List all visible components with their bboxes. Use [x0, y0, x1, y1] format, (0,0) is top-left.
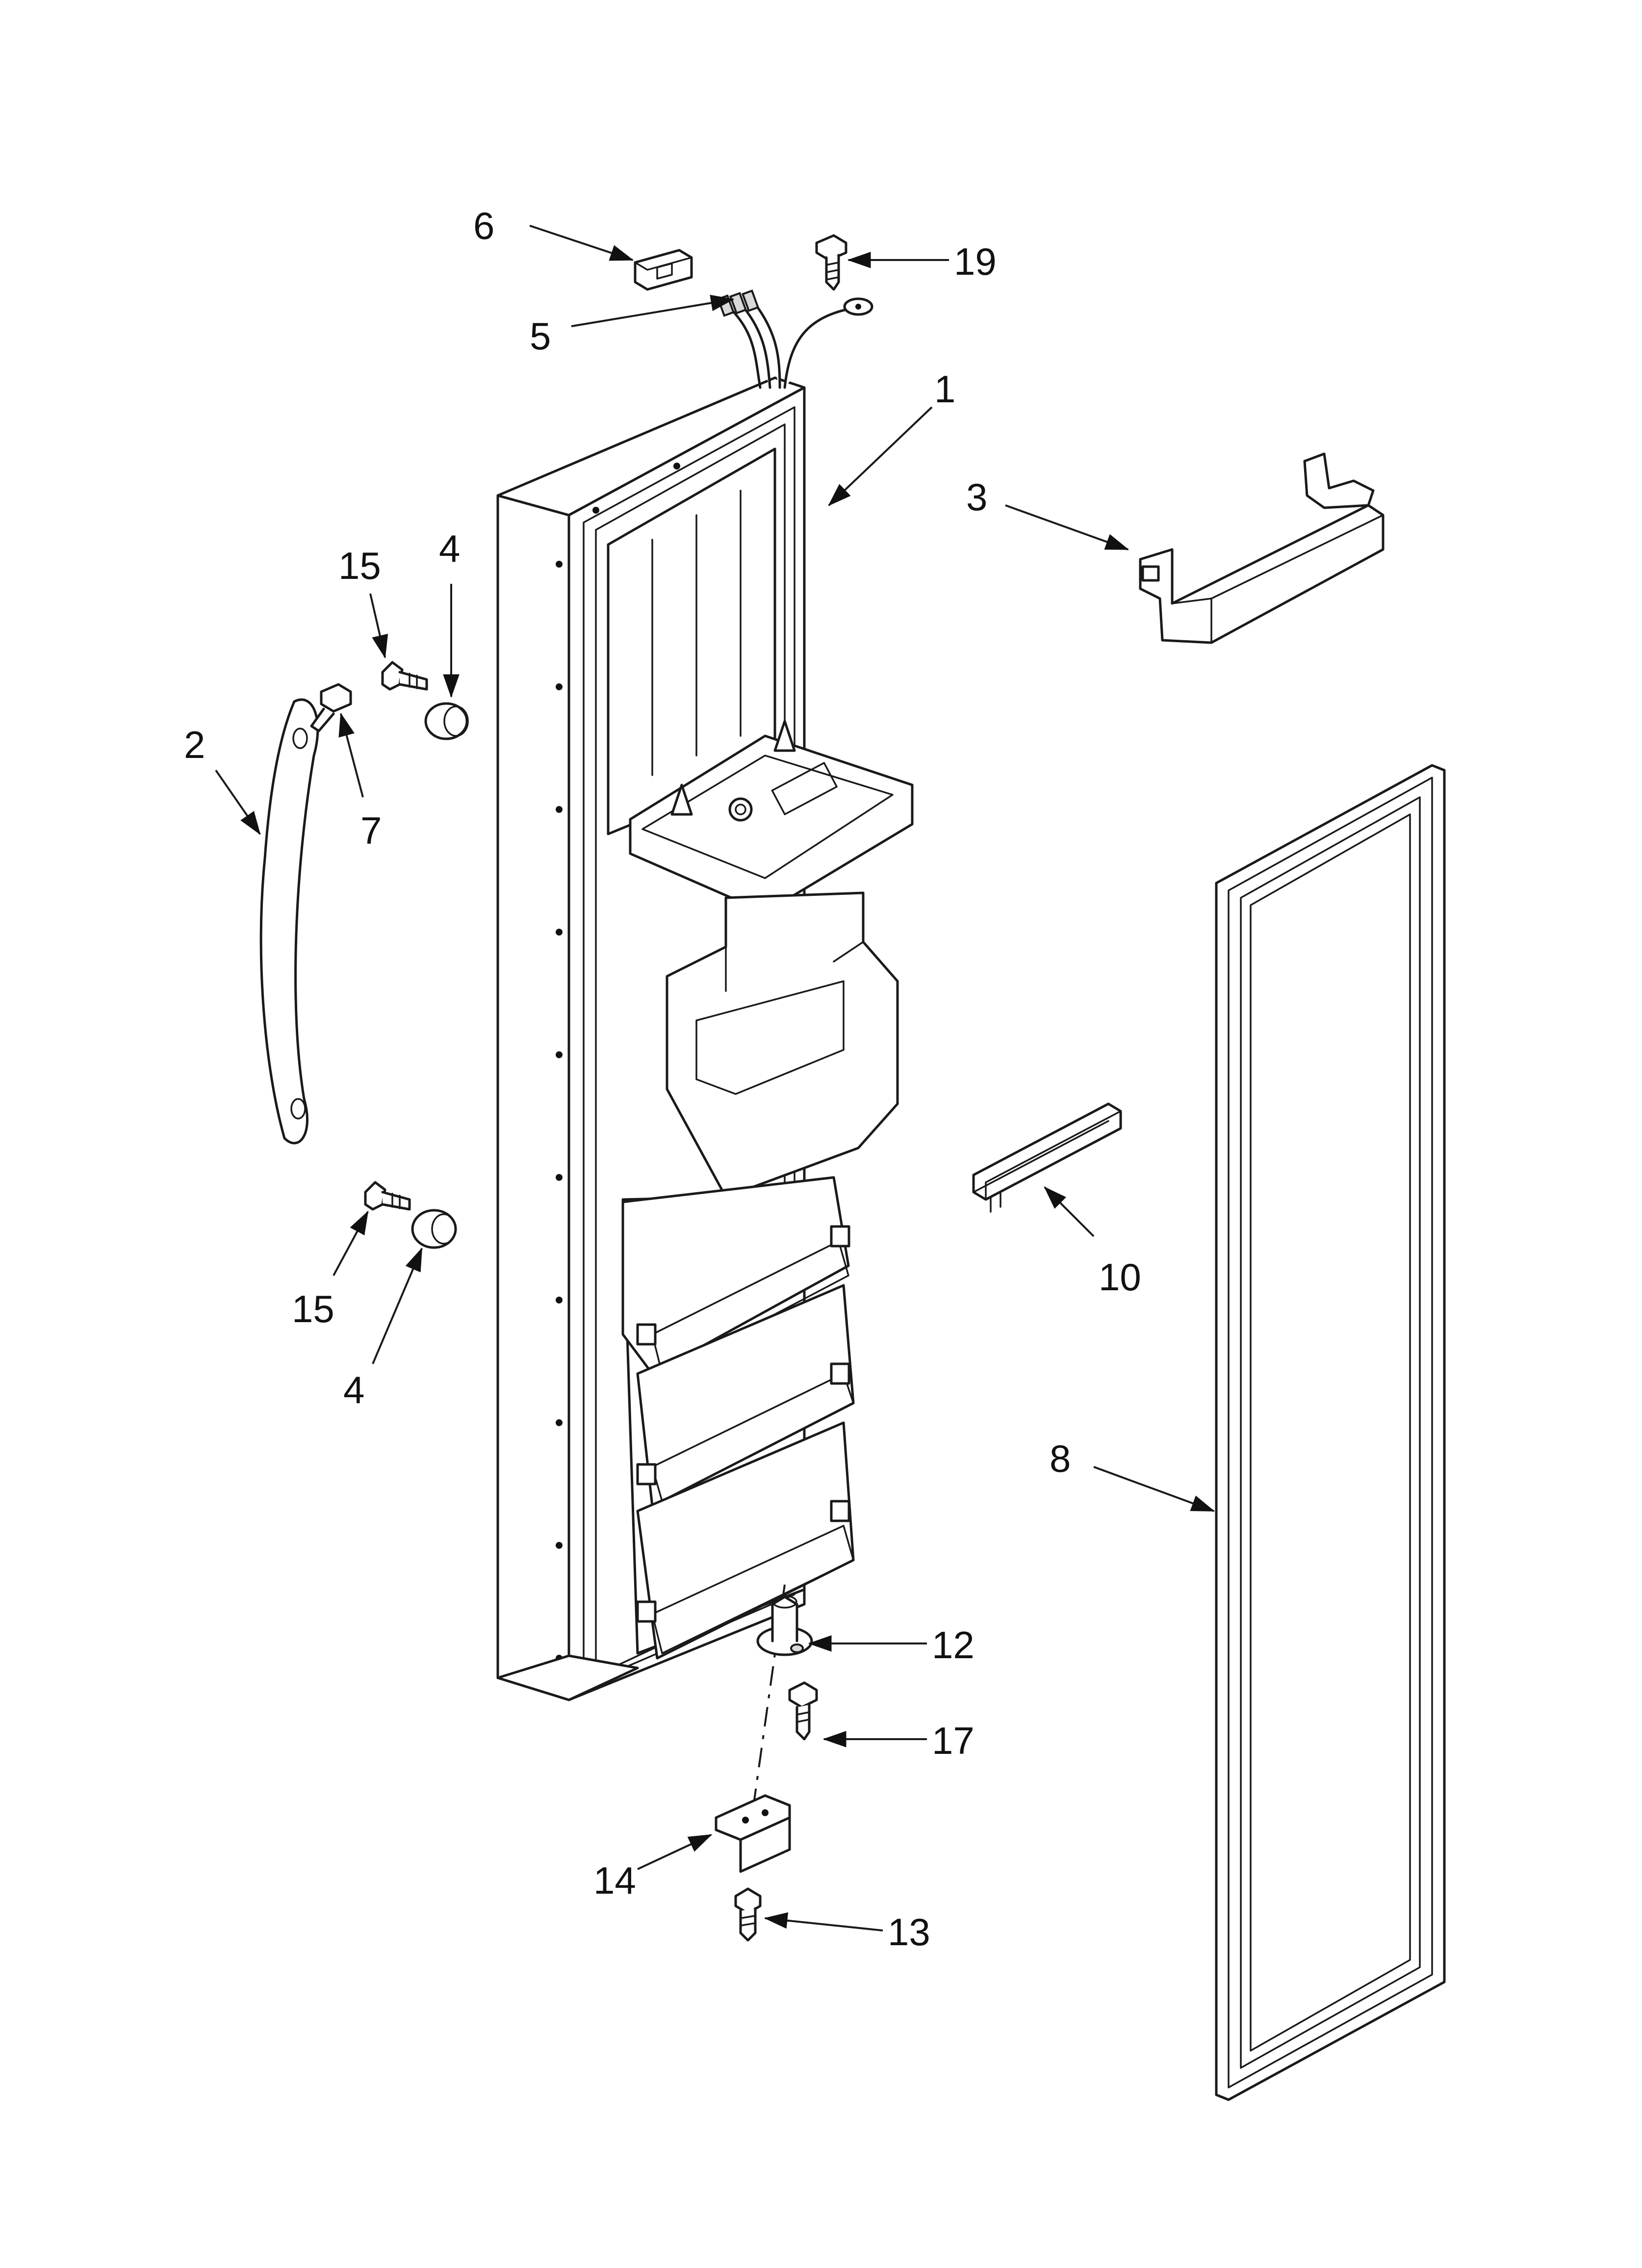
callout-15-top: 15 [338, 544, 381, 587]
hinge-axis-line [752, 1584, 786, 1811]
handle-screw-15-top [381, 661, 428, 691]
callout-1: 1 [934, 367, 955, 411]
hinge-screw-17 [788, 1681, 818, 1741]
callout-4-top: 4 [439, 527, 460, 570]
door-handle [259, 698, 319, 1145]
bottom-hinge-bracket [715, 1794, 791, 1873]
handle-spacer-top [424, 702, 469, 740]
hinge-screw-13 [734, 1887, 762, 1942]
callout-10: 10 [1099, 1255, 1141, 1299]
callout-12: 12 [932, 1623, 975, 1667]
wire-connector-plug [634, 249, 693, 291]
callout-14: 14 [593, 1859, 636, 1902]
door-gasket [1215, 764, 1446, 2101]
door-shelf-bins [621, 1176, 855, 1660]
door-assembly [496, 376, 914, 1701]
callout-8: 8 [1050, 1437, 1071, 1480]
hinge-cover-channel [972, 1102, 1122, 1213]
handle-screw-7 [310, 683, 352, 732]
handle-screw-15-bottom [364, 1181, 411, 1211]
callout-5: 5 [530, 314, 551, 358]
door-bin-rail [1139, 452, 1385, 644]
callout-7: 7 [360, 809, 382, 852]
callout-19: 19 [954, 240, 997, 283]
callout-6: 6 [473, 204, 494, 247]
callout-4-bottom: 4 [343, 1368, 364, 1411]
callout-labels: 6 19 5 1 3 15 4 2 7 10 15 4 8 12 17 14 1… [184, 204, 1141, 1954]
leader-lines [215, 225, 1215, 1931]
callout-17: 17 [932, 1719, 975, 1762]
callout-2: 2 [184, 723, 205, 766]
callout-13: 13 [888, 1910, 930, 1954]
ground-screw [815, 234, 847, 291]
handle-spacer-bottom [411, 1209, 457, 1249]
callout-15-bottom: 15 [292, 1287, 334, 1330]
callout-3: 3 [966, 475, 987, 519]
wire-harness [717, 289, 873, 389]
